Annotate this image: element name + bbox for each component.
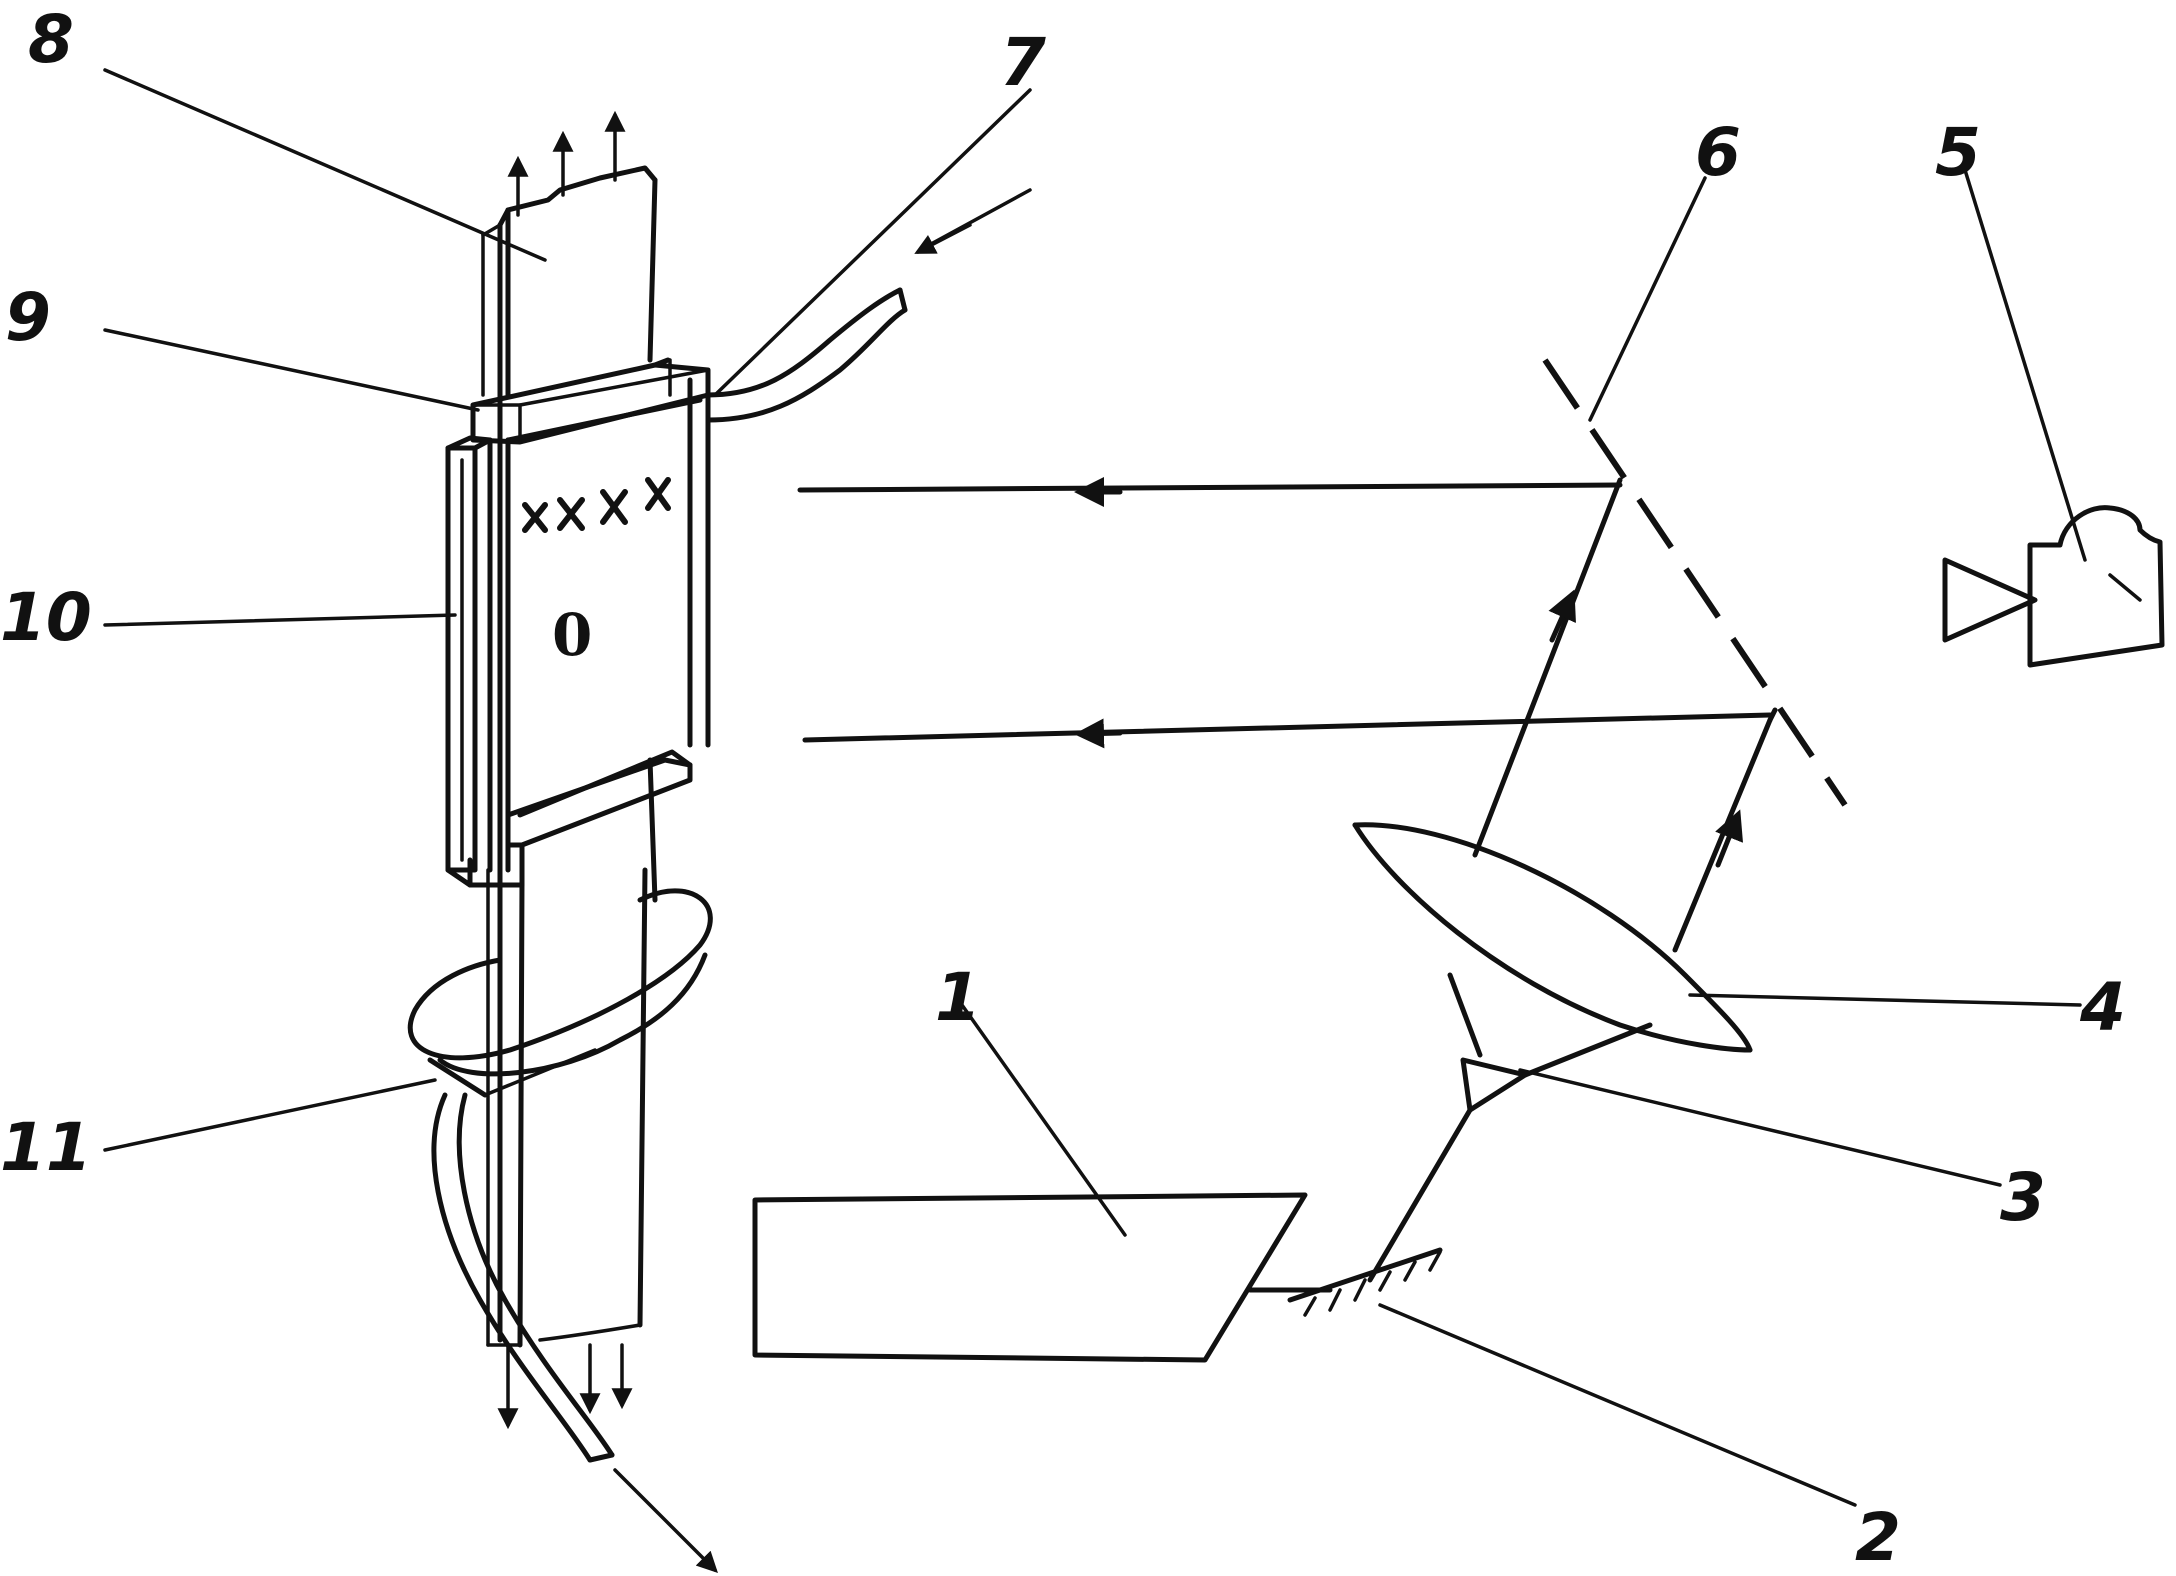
- lower-clamp-bar: [445, 749, 693, 888]
- leader-8: [103, 68, 547, 262]
- label-8: 8: [28, 1, 74, 78]
- numeric-labels: 1 2 3 4 5 6 7 8 9 10 11: [0, 1, 2126, 1576]
- camera-5: [1942, 505, 2165, 668]
- object-mark: 0: [552, 601, 592, 669]
- lens-4: [1352, 822, 1753, 1053]
- leader-5: [1963, 168, 2087, 562]
- leader-1: [960, 1003, 1127, 1237]
- frame-10: [445, 377, 711, 903]
- collimated-beams: [1472, 477, 1778, 953]
- label-1: 1: [935, 959, 981, 1036]
- label-5: 5: [1935, 114, 1981, 191]
- object-beams: [797, 477, 1773, 749]
- label-4: 4: [2079, 969, 2126, 1046]
- leader-2: [1378, 1303, 1857, 1507]
- label-3: 3: [2000, 1159, 2046, 1236]
- beam-mirror-to-prism: [1367, 1107, 1473, 1283]
- laser-source-box: [752, 1192, 1333, 1363]
- leader-10: [103, 613, 457, 627]
- label-6: 6: [1695, 114, 1741, 191]
- label-2: 2: [1855, 1499, 1901, 1576]
- leader-11: [103, 1078, 437, 1152]
- spray-marks: [522, 477, 671, 533]
- prism-3: [1460, 1057, 1528, 1113]
- optical-setup: [752, 358, 2165, 1363]
- label-7: 7: [1000, 24, 1046, 101]
- label-9: 9: [5, 279, 51, 356]
- beams-to-lens: [1447, 972, 1653, 1078]
- leader-3: [1518, 1068, 2002, 1187]
- leader-9: [103, 328, 480, 412]
- label-10: 10: [0, 579, 92, 656]
- leader-lines: [103, 68, 2087, 1507]
- mirror-2: [1287, 1247, 1443, 1317]
- tension-arrows-top: [507, 110, 626, 217]
- tension-arrows-bottom: [497, 1343, 633, 1430]
- label-11: 11: [0, 1109, 92, 1186]
- coolant-ring: [407, 888, 713, 1098]
- leader-7: [713, 88, 1032, 397]
- specimen-assembly: 0: [407, 110, 1032, 1573]
- leader-4: [1688, 993, 2082, 1007]
- leader-6: [1588, 176, 1707, 422]
- splitter-plate-6: [1542, 358, 1848, 807]
- drain-hose: [431, 1092, 718, 1573]
- inlet-hose: [705, 188, 1032, 423]
